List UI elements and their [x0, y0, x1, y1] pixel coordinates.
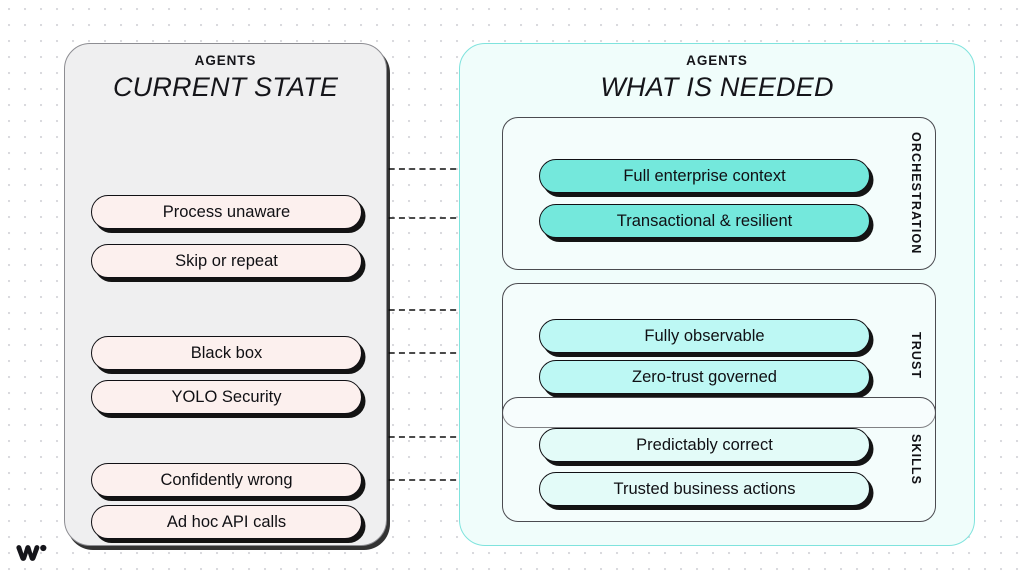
current-state-pill[interactable]: Black box [91, 336, 362, 370]
current-state-pill[interactable]: Process unaware [91, 195, 362, 229]
needed-capability-pill[interactable]: Transactional & resilient [539, 204, 870, 238]
group-label: TRUST [901, 284, 931, 427]
connector-line-4 [358, 352, 538, 354]
right-panel-title: WHAT IS NEEDED [600, 71, 834, 102]
group-label: SKILLS [901, 398, 931, 521]
panel-what-is-needed: AGENTS WHAT IS NEEDED Full enterprise co… [459, 43, 975, 546]
group-label-text: SKILLS [909, 433, 923, 486]
right-panel-eyebrow: AGENTS [686, 53, 748, 68]
needed-capability-pill[interactable]: Trusted business actions [539, 472, 870, 506]
left-panel-eyebrow: AGENTS [194, 53, 257, 68]
group-label-text: TRUST [909, 331, 923, 380]
connector-line-3 [358, 309, 538, 311]
right-panel-header: AGENTS WHAT IS NEEDED [460, 53, 974, 105]
group-label-text: ORCHESTRATION [909, 132, 923, 255]
current-state-pill[interactable]: YOLO Security [91, 380, 362, 414]
current-state-pill[interactable]: Ad hoc API calls [91, 505, 362, 539]
group-label: ORCHESTRATION [901, 118, 931, 269]
workato-logo [14, 540, 48, 566]
connector-line-5 [358, 436, 538, 438]
connector-line-1 [358, 168, 538, 170]
left-panel-header: AGENTS CURRENT STATE [65, 53, 386, 105]
current-state-pill[interactable]: Skip or repeat [91, 244, 362, 278]
connector-line-2 [358, 217, 538, 219]
current-state-pill[interactable]: Confidently wrong [91, 463, 362, 497]
needed-capability-pill[interactable]: Full enterprise context [539, 159, 870, 193]
left-panel-title: CURRENT STATE [112, 71, 339, 102]
connector-line-6 [358, 479, 538, 481]
needed-capability-pill[interactable]: Predictably correct [539, 428, 870, 462]
needed-capability-pill[interactable]: Fully observable [539, 319, 870, 353]
needed-capability-pill[interactable]: Zero-trust governed [539, 360, 870, 394]
